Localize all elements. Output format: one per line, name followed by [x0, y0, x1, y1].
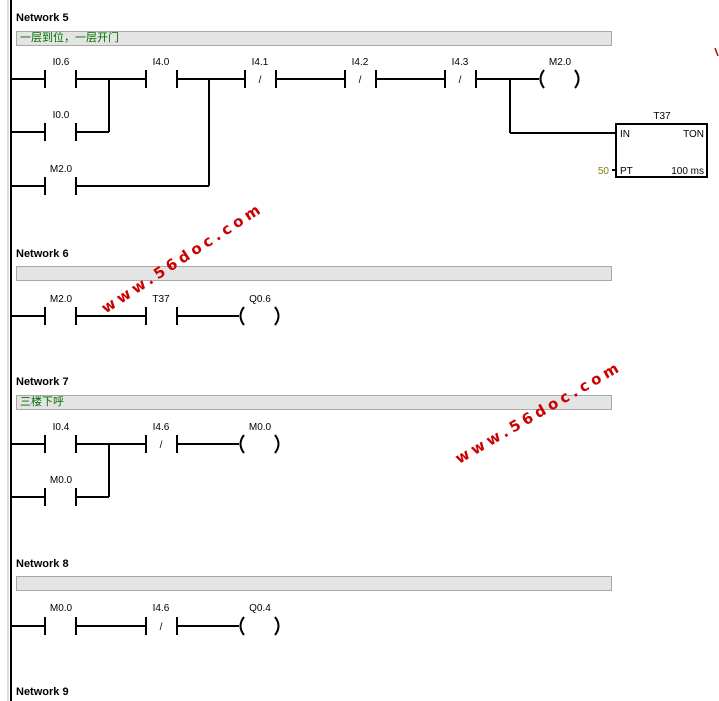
label-i4-2: I4.2	[352, 57, 369, 68]
network-7-title[interactable]: Network 7	[16, 376, 69, 388]
timer-type-label: TON	[683, 129, 704, 140]
contact-n6-m2-0[interactable]	[44, 307, 77, 325]
label-n6-m2-0: M2.0	[50, 294, 73, 305]
network-5-title[interactable]: Network 5	[16, 12, 69, 24]
network-8-title[interactable]: Network 8	[16, 558, 69, 570]
label-q0-4: Q0.4	[249, 603, 271, 614]
coil-m0-0[interactable]	[239, 434, 280, 454]
network-9-title[interactable]: Network 9	[16, 686, 69, 698]
nc-mark-i4-3: /	[459, 75, 462, 86]
contact-n7-m0-0[interactable]	[44, 488, 77, 506]
label-i0-0: I0.0	[53, 110, 70, 121]
coil-q0-6[interactable]	[239, 306, 280, 326]
label-coil-m2-0: M2.0	[549, 57, 572, 68]
coil-m2-0[interactable]	[539, 69, 580, 89]
nc-mark-i4-1: /	[259, 75, 262, 86]
label-n6-t37: T37	[152, 294, 170, 305]
nc-mark-i4-2: /	[359, 75, 362, 86]
timer-pt-label: PT	[620, 166, 633, 177]
nc-mark-n7-i4-6: /	[160, 440, 163, 451]
timer-t37-box[interactable]	[615, 123, 708, 178]
label-coil-m0-0: M0.0	[249, 422, 272, 433]
label-i0-6: I0.6	[53, 57, 70, 68]
contact-i0-0[interactable]	[44, 123, 77, 141]
contact-i0-4[interactable]	[44, 435, 77, 453]
network-6-title[interactable]: Network 6	[16, 248, 69, 260]
label-n8-m0-0: M0.0	[50, 603, 73, 614]
label-i4-1: I4.1	[252, 57, 269, 68]
label-n7-i4-6: I4.6	[153, 422, 170, 433]
timer-in-label: IN	[620, 129, 630, 140]
coil-q0-4[interactable]	[239, 616, 280, 636]
contact-n8-m0-0[interactable]	[44, 617, 77, 635]
label-n7-m0-0: M0.0	[50, 475, 73, 486]
network-6-comment[interactable]	[16, 266, 612, 281]
contact-m2-0[interactable]	[44, 177, 77, 195]
contact-i0-6[interactable]	[44, 70, 77, 88]
label-n8-i4-6: I4.6	[153, 603, 170, 614]
nc-mark-n8-i4-6: /	[160, 622, 163, 633]
label-i0-4: I0.4	[53, 422, 70, 433]
right-rail-tick	[714, 47, 719, 57]
network-7-comment[interactable]: 三楼下呼	[16, 395, 612, 410]
network-8-comment[interactable]	[16, 576, 612, 591]
label-timer-name: T37	[653, 111, 671, 122]
contact-i4-0[interactable]	[145, 70, 178, 88]
network-5-comment[interactable]: 一层到位，一层开门	[16, 31, 612, 46]
contact-n6-t37[interactable]	[145, 307, 178, 325]
timer-base-label: 100 ms	[671, 166, 704, 177]
label-m2-0: M2.0	[50, 164, 73, 175]
label-q0-6: Q0.6	[249, 294, 271, 305]
label-i4-3: I4.3	[452, 57, 469, 68]
timer-preset-value[interactable]: 50	[598, 166, 610, 177]
label-i4-0: I4.0	[153, 57, 170, 68]
